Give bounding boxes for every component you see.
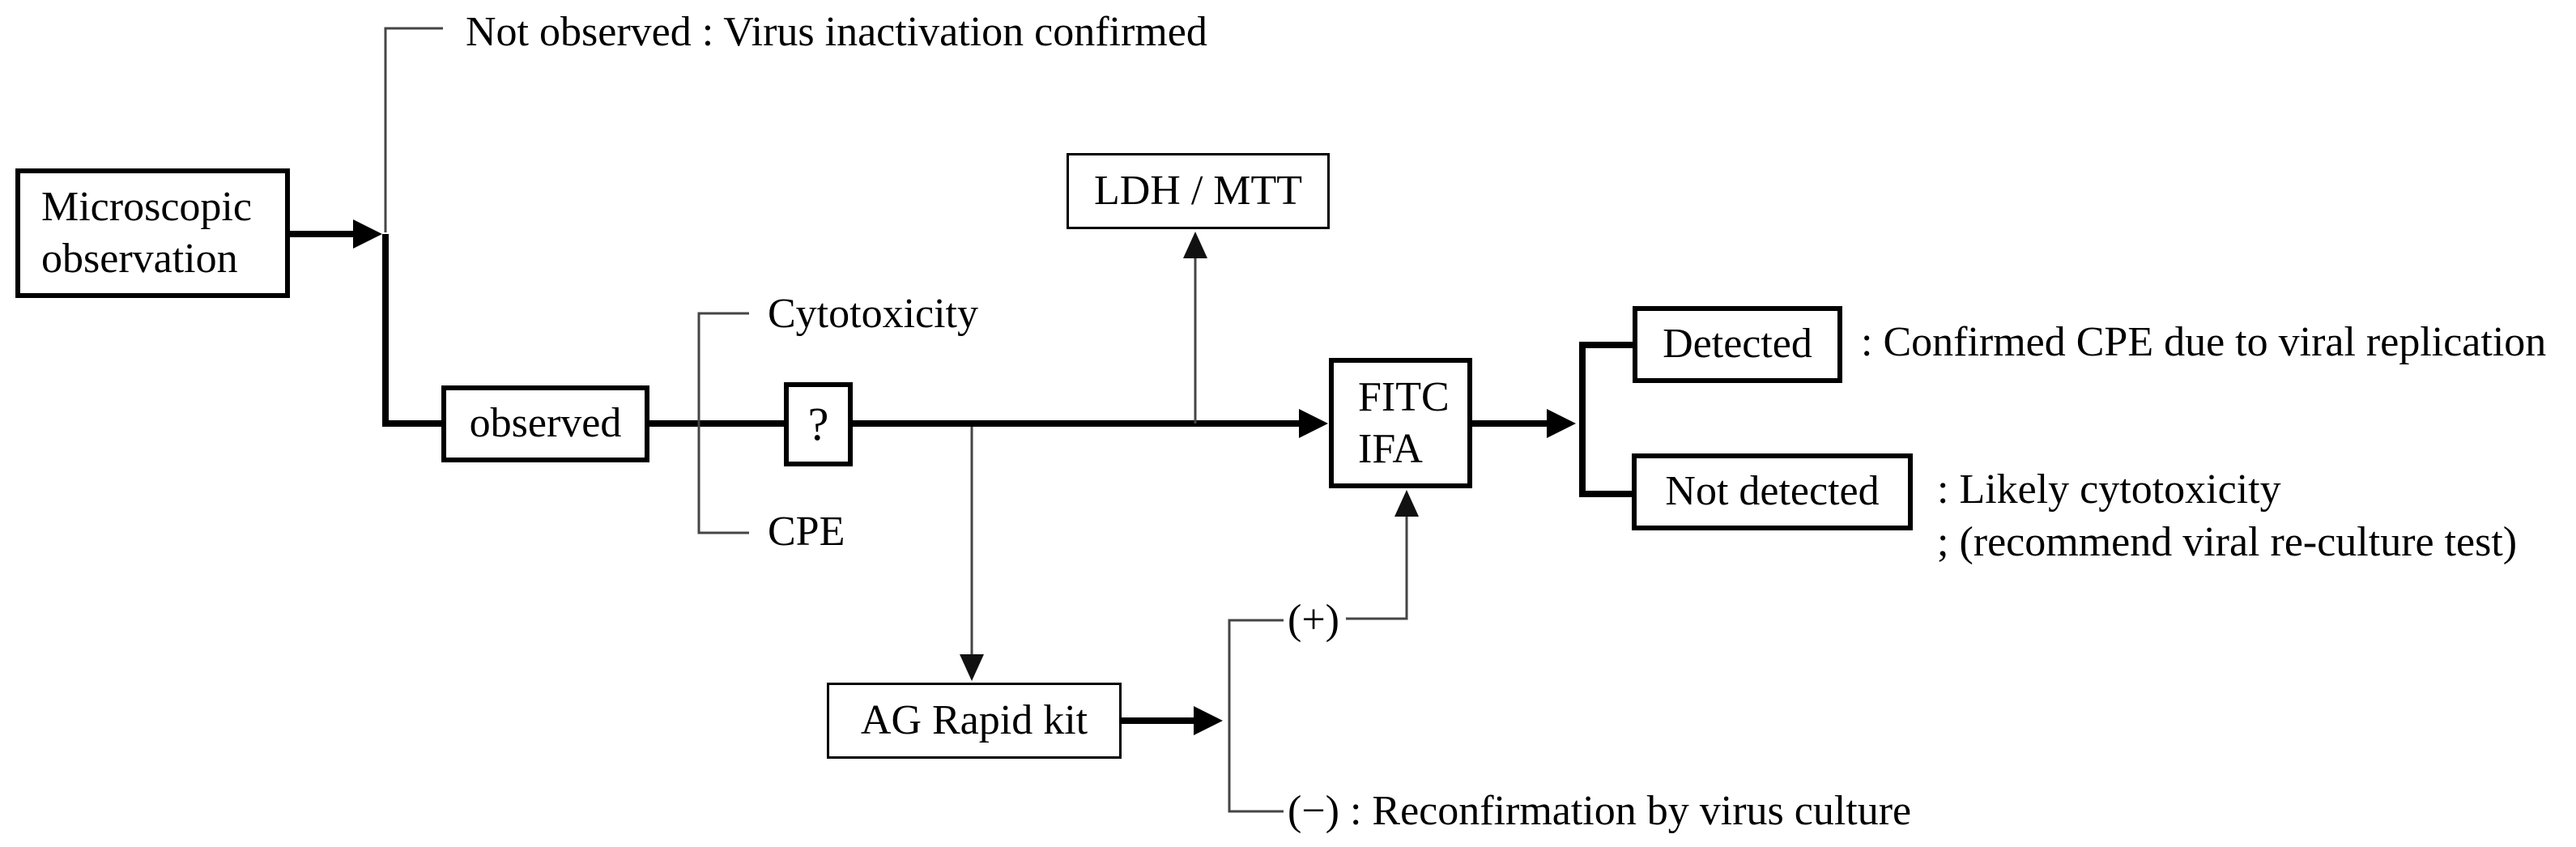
label-detected-note: : Confirmed CPE due to viral replication [1861, 319, 2547, 365]
node-fitc-line2: IFA [1358, 425, 1423, 472]
connector-fitc-to-result-bracket [1471, 409, 1576, 438]
node-detected: Detected [1633, 306, 1842, 383]
label-not-detected-note-line2: ; (recommend viral re-culture test) [1937, 519, 2518, 565]
arrowhead-right-icon [1194, 706, 1223, 735]
connector-agkit-to-bracket [1120, 706, 1223, 735]
node-observed-label: observed [469, 400, 622, 447]
node-microscopic-line2: observation [41, 236, 238, 282]
label-not-detected-note-line1: : Likely cytotoxicity [1937, 466, 2281, 513]
node-ag-rapid-kit: AG Rapid kit [827, 683, 1122, 759]
node-not-detected-label: Not detected [1665, 468, 1880, 515]
arrowhead-right-icon [1547, 409, 1576, 438]
label-not-observed: Not observed : Virus inactivation confir… [466, 9, 1207, 55]
node-ag-rapid-kit-label: AG Rapid kit [860, 696, 1088, 743]
arrowhead-right-icon [353, 219, 382, 249]
arrowhead-up-icon [1394, 490, 1419, 517]
node-fitc-line1: FITC [1358, 373, 1450, 420]
node-observed: observed [441, 385, 649, 462]
node-microscopic-line1: Microscopic [41, 184, 252, 230]
node-question-mark: ? [784, 382, 853, 466]
label-ag-positive: (+) [1288, 597, 1339, 643]
not-observed-bracket [384, 27, 443, 232]
connector-branch-down-to-observed [382, 234, 441, 427]
connector-plus-to-fitc [1346, 490, 1419, 620]
connector-microscopic-to-branch [290, 219, 382, 249]
arrowhead-up-icon [1183, 232, 1207, 258]
node-ldh-mtt: LDH / MTT [1067, 153, 1330, 229]
label-cpe: CPE [768, 509, 845, 555]
connector-riser-to-ldh [1183, 232, 1207, 424]
label-cytotoxicity: Cytotoxicity [768, 291, 978, 337]
result-bracket [1579, 342, 1646, 497]
connector-drop-to-agkit [960, 427, 984, 681]
node-question-label: ? [807, 398, 829, 451]
node-fitc-ifa: FITC IFA [1329, 358, 1472, 488]
arrowhead-down-icon [960, 654, 984, 681]
label-ag-negative-note: (−) : Reconfirmation by virus culture [1288, 788, 1912, 834]
cytotoxicity-cpe-bracket [697, 312, 749, 534]
label-not-detected-note: : Likely cytotoxicity ; (recommend viral… [1937, 463, 2517, 568]
node-ldh-mtt-label: LDH / MTT [1093, 167, 1303, 214]
plus-minus-bracket [1228, 619, 1284, 813]
node-not-detected: Not detected [1632, 453, 1913, 530]
node-microscopic-observation: Microscopic observation [15, 168, 290, 298]
arrowhead-right-icon [1299, 409, 1328, 438]
line [1346, 513, 1408, 620]
connector-question-to-fitc [851, 409, 1328, 438]
node-detected-label: Detected [1663, 321, 1812, 368]
